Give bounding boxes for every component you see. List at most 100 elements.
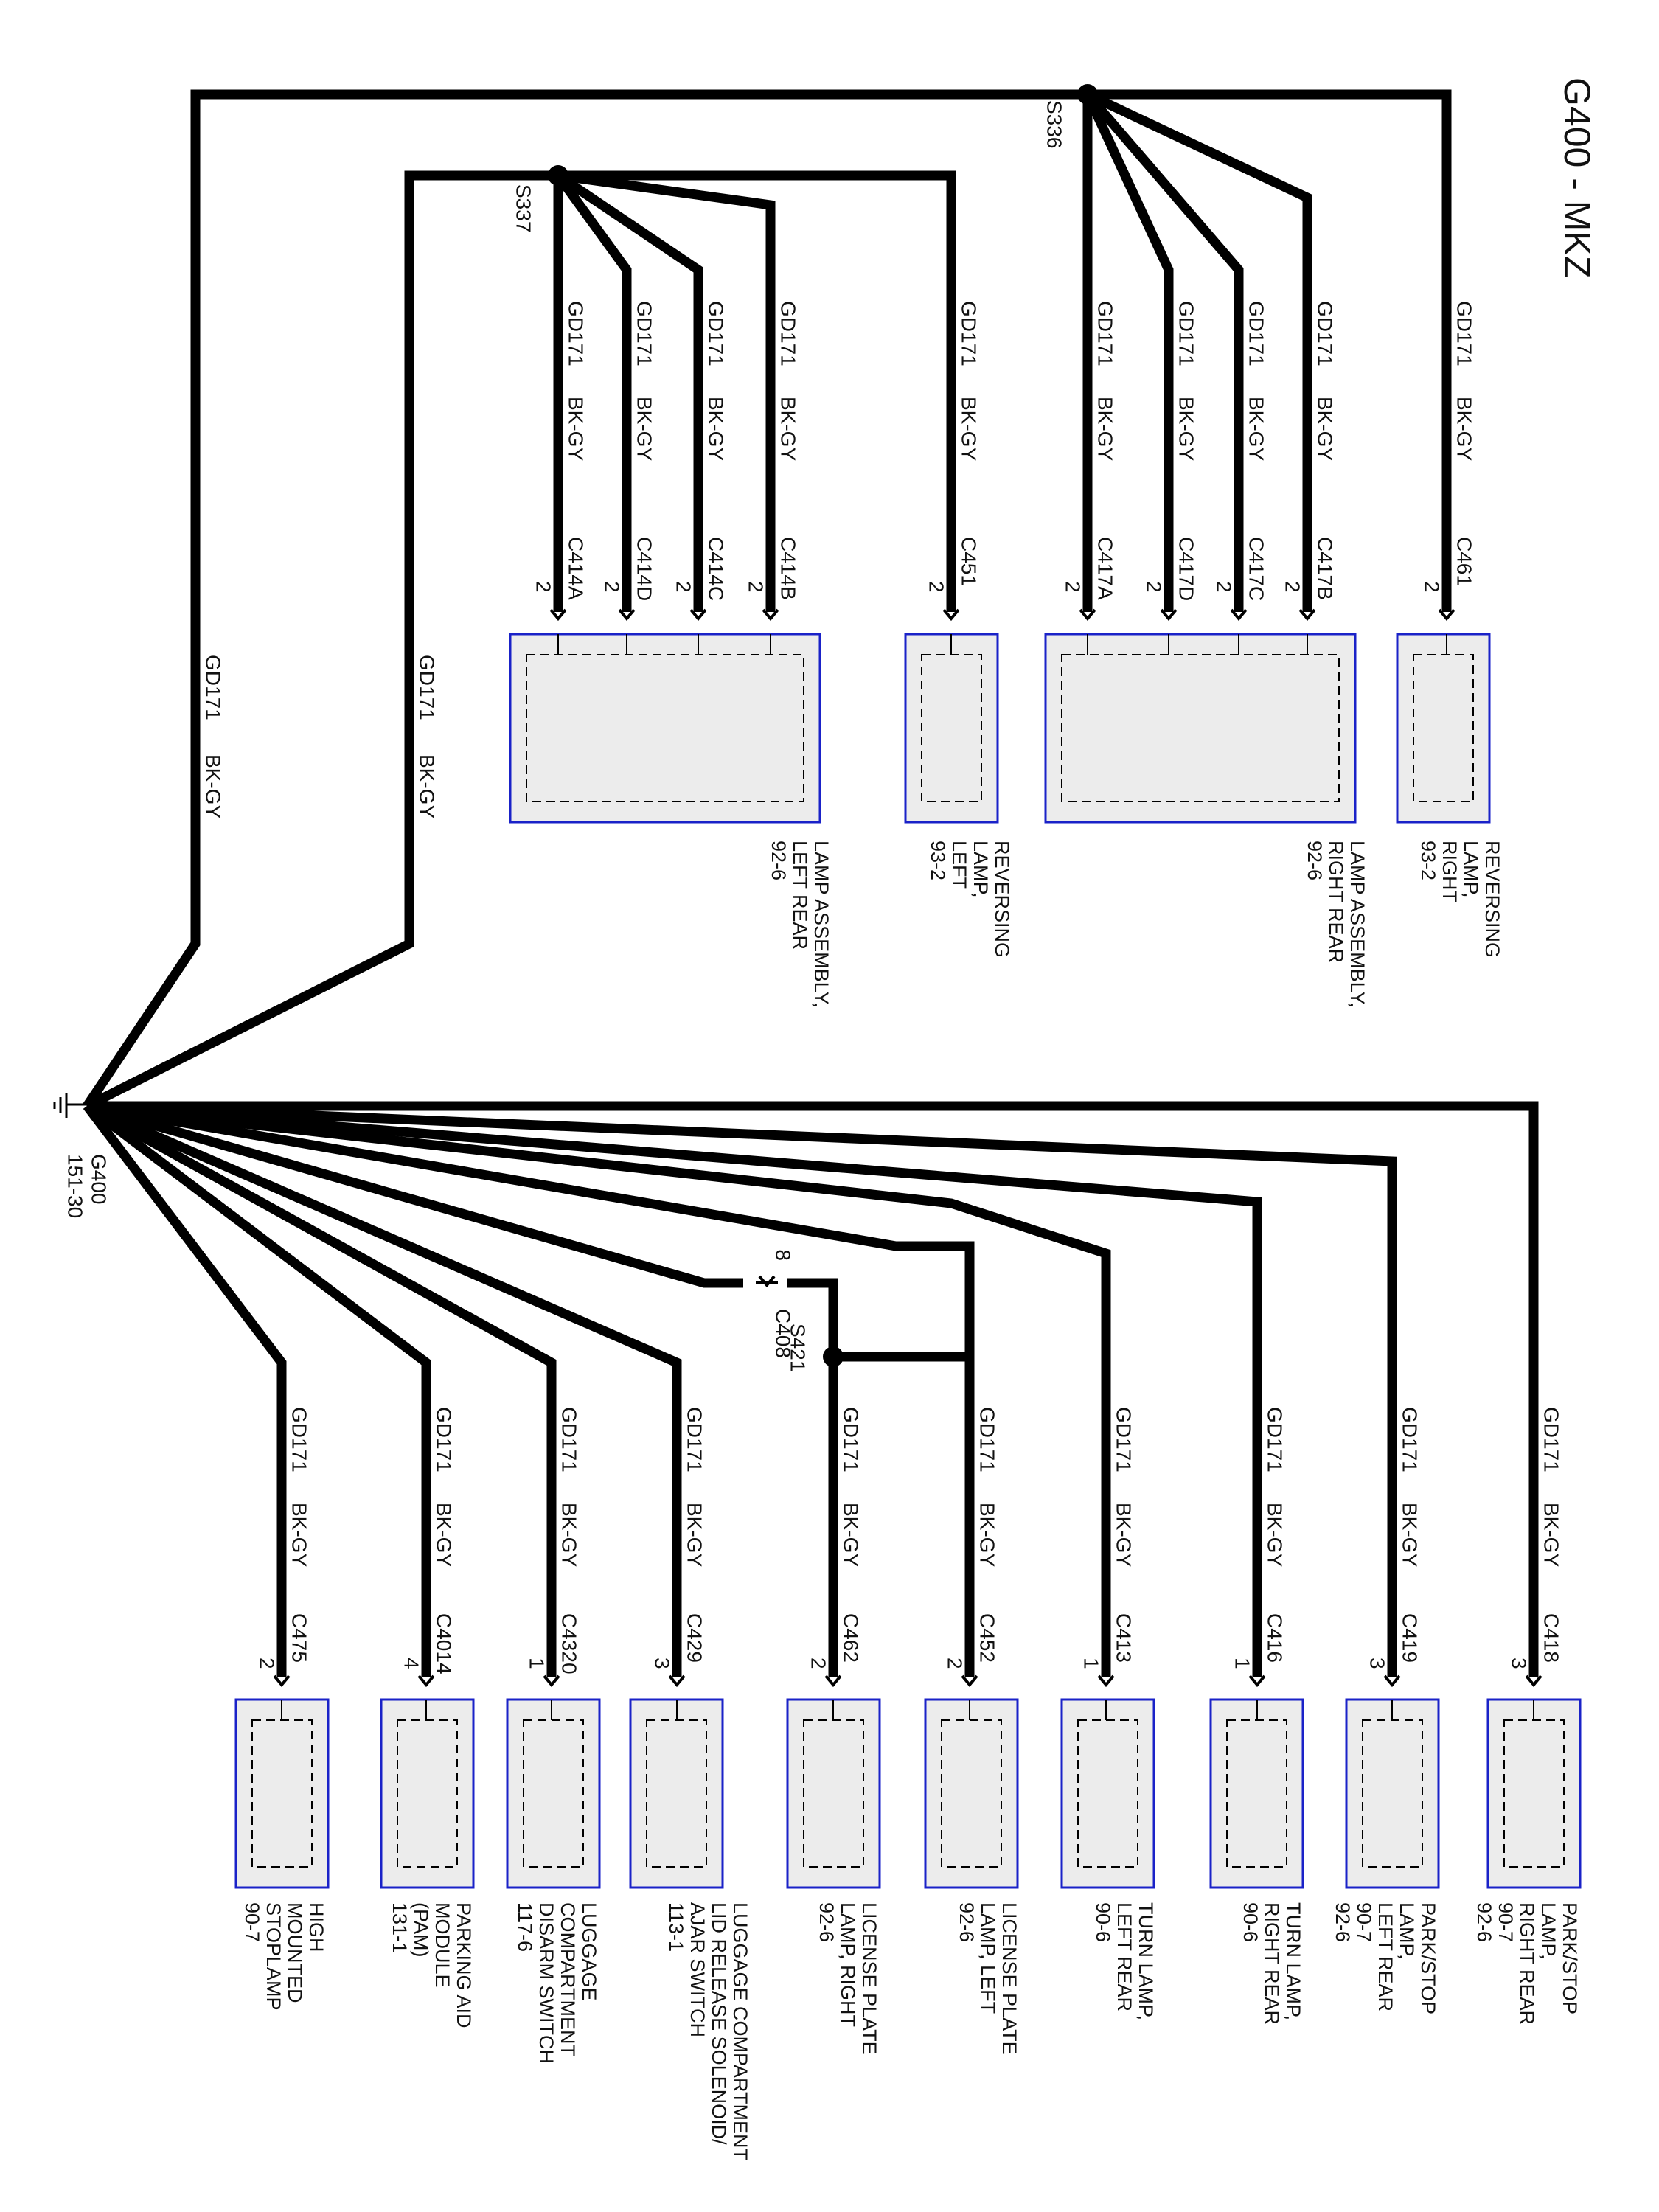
bottom-drop-7-connector-name: C4320 [558,1613,581,1674]
component-lamp_assy_left_rear [509,633,821,824]
component-park_stop_left_rear [1345,1698,1440,1889]
component-label-park_stop_left_rear: PARK/STOPLAMP,LEFT REAR90-792-6 [1332,1902,1439,2014]
connector-chevron-bottom-9 [273,1674,291,1688]
component-inner-outline [397,1719,458,1868]
top-drop-3-circuit-label: GD171 [1175,301,1198,366]
bottom-drop-1-pin-number: 3 [1366,1658,1389,1669]
component-license_right [786,1698,881,1889]
top-drop-8-circuit-label: GD171 [633,301,656,366]
top-drop-3-pin-number: 2 [1143,581,1166,593]
top-drop-1-color-label: BK-GY [1314,397,1337,461]
wire-s337-c414d [554,173,632,612]
component-label-pam-text: PARKING AIDMODULE(PAM)131-1 [389,1902,475,2028]
connector-chevron-top-6 [762,608,779,622]
component-label-reversing_left-text: REVERSINGLAMP,LEFT93-2 [927,841,1013,958]
wire-s336-c417d [1083,92,1174,612]
component-license_left [924,1698,1019,1889]
s421-label: S421 [787,1324,810,1371]
component-label-turn_right_rear: TURN LAMP,RIGHT REAR90-6 [1239,1902,1304,2025]
top-drop-9-pin-number: 2 [532,581,555,593]
bottom-drop-3-pin-number: 1 [1080,1658,1103,1669]
component-label-park_stop_right_rear-text: PARK/STOPLAMP,RIGHT REAR90-792-6 [1473,1902,1581,2025]
component-box [1396,633,1491,824]
connector-chevron-bottom-8 [417,1674,435,1688]
component-label-lamp_assy_right_rear: LAMP ASSEMBLY,RIGHT REAR92-6 [1304,841,1368,1008]
top-drop-1-pin-number: 2 [1281,581,1304,593]
bottom-drop-8-connector-name: C4014 [433,1613,456,1674]
connector-chevron-top-1 [1298,608,1316,622]
connector-chevron-bottom-6 [668,1674,686,1688]
component-label-lamp_assy_left_rear-text: LAMP ASSEMBLY,LEFT REAR92-6 [768,841,832,1008]
component-luggage_lid [629,1698,724,1889]
wire-ground-c408-in [86,1101,743,1288]
bottom-drop-5-connector-name: C462 [840,1613,863,1663]
feed-s336-color-label: BK-GY [202,754,225,818]
wire-ground-to-s336 [83,89,1088,1109]
component-box [509,633,821,824]
bottom-drop-0-pin-number: 3 [1508,1658,1531,1669]
bottom-drop-8-pin-number: 4 [400,1658,423,1669]
component-label-lamp_assy_left_rear: LAMP ASSEMBLY,LEFT REAR92-6 [768,841,832,1008]
bottom-drop-0-circuit-label: GD171 [1540,1407,1563,1472]
component-inner-outline [1077,1719,1138,1868]
component-label-license_left: LICENSE PLATELAMP, LEFT92-6 [956,1902,1020,2055]
s337-label: S337 [512,184,535,232]
top-drop-8-pin-number: 2 [601,581,624,593]
bottom-drop-2-connector-name: C416 [1264,1613,1287,1663]
top-drop-4-circuit-label: GD171 [1094,301,1117,366]
component-box [1345,1698,1440,1889]
connector-chevron-bottom-0 [1525,1674,1543,1688]
c408-label: C408 [772,1309,795,1358]
bottom-drop-4-connector-name: C452 [976,1613,999,1663]
wire-s336-c417c [1084,91,1244,612]
s337-splice-dot [548,165,568,186]
wire-s337-c414b [557,170,776,612]
component-label-reversing_right-text: REVERSINGLAMP,RIGHT93-2 [1417,841,1503,958]
top-drop-4-color-label: BK-GY [1094,397,1117,461]
bottom-drop-6-connector-name: C429 [684,1613,706,1663]
wire-ground-c419 [86,1101,1397,1677]
component-box [924,1698,1019,1889]
connector-chevron-top-3 [1160,608,1178,622]
top-drop-6-connector-name: C414B [777,537,800,600]
component-inner-outline [1413,654,1474,802]
wire-s337-c414c [555,171,703,612]
ground-name: G400 [88,1154,111,1205]
component-reversing_left [904,633,999,824]
ground-symbol [53,1093,87,1118]
top-drop-6-pin-number: 2 [745,581,768,593]
component-label-reversing_left: REVERSINGLAMP,LEFT93-2 [927,841,1013,958]
component-box [1060,1698,1155,1889]
component-label-turn_left_rear-text: TURN LAMP,LEFT REAR90-6 [1092,1902,1157,2020]
top-drop-2-pin-number: 2 [1213,581,1236,593]
bottom-drop-6-circuit-label: GD171 [684,1407,706,1472]
connector-chevron-bottom-2 [1248,1674,1266,1688]
bottom-drop-5-color-label: BK-GY [840,1503,863,1567]
component-label-license_left-text: LICENSE PLATELAMP, LEFT92-6 [956,1902,1020,2055]
bottom-drop-3-color-label: BK-GY [1113,1503,1135,1567]
top-drop-9-circuit-label: GD171 [565,301,588,366]
connector-chevron-bottom-1 [1383,1674,1401,1688]
bottom-drop-8-circuit-label: GD171 [433,1407,456,1472]
wire-ground-c413 [86,1101,1111,1677]
component-box [234,1698,330,1889]
bottom-drop-0-color-label: BK-GY [1540,1503,1563,1567]
wire-ground-to-s337 [85,170,558,1110]
top-drop-8-connector-name: C414D [633,537,656,601]
bottom-drop-7-circuit-label: GD171 [558,1407,581,1472]
component-box [506,1698,601,1889]
component-inner-outline [526,654,804,802]
top-drop-8-color-label: BK-GY [633,397,656,461]
component-label-license_right-text: LICENSE PLATELAMP, RIGHT92-6 [815,1902,880,2055]
bottom-drop-9-connector-name: C475 [288,1613,311,1663]
s336-label: S336 [1043,100,1066,148]
top-drop-5-color-label: BK-GY [958,397,981,461]
wire-ground-c429 [85,1102,682,1677]
top-drop-0-color-label: BK-GY [1453,397,1476,461]
component-turn_left_rear [1060,1698,1155,1889]
bottom-drop-4-circuit-label: GD171 [976,1407,999,1472]
top-drop-4-pin-number: 2 [1062,581,1085,593]
wire-s336-c417b [1085,90,1312,612]
bottom-drop-2-pin-number: 1 [1231,1658,1254,1669]
top-drop-7-circuit-label: GD171 [705,301,728,366]
